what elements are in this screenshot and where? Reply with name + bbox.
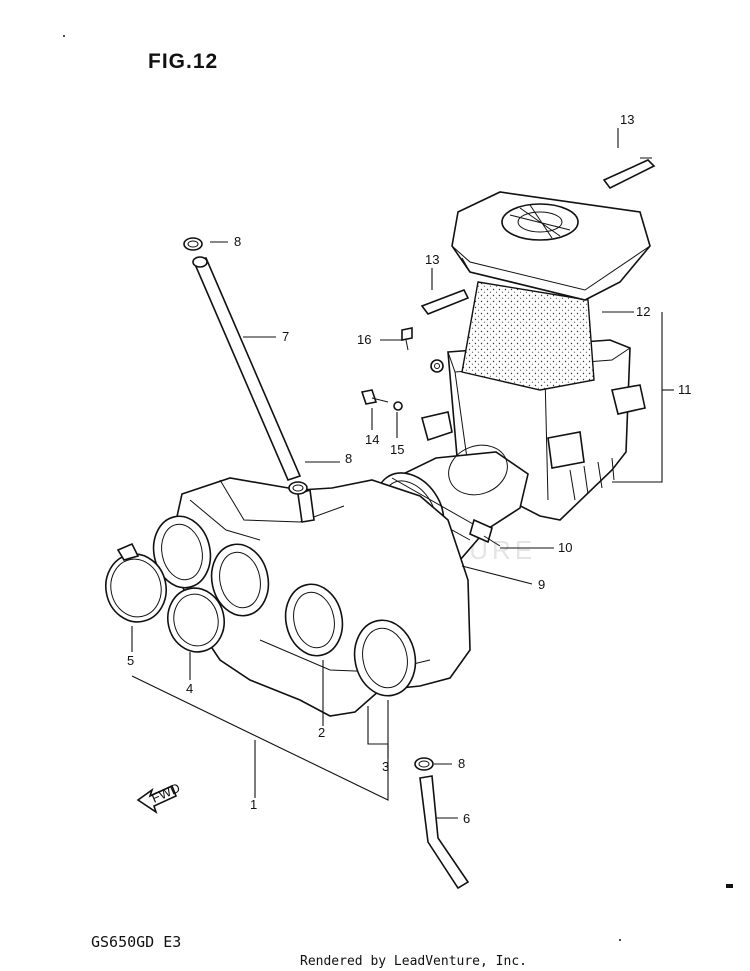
callout-3: 3 [382, 759, 389, 774]
callout-8b: 8 [345, 451, 352, 466]
callout-4: 4 [186, 681, 193, 696]
callout-11: 11 [678, 382, 692, 397]
carburetor-boot-assembly [105, 477, 471, 717]
callout-1: 1 [250, 797, 257, 812]
callout-8a: 8 [234, 234, 241, 249]
small-hardware [360, 157, 656, 411]
callout-6: 6 [463, 811, 470, 826]
callout-10: 10 [558, 540, 572, 555]
callout-5: 5 [127, 653, 134, 668]
callout-13b: 13 [425, 252, 439, 267]
callout-8c: 8 [458, 756, 465, 771]
callout-2: 2 [318, 725, 325, 740]
callout-13a: 13 [620, 112, 634, 127]
callout-15: 15 [390, 442, 404, 457]
fwd-arrow: FWD [136, 780, 182, 814]
callout-9: 9 [538, 577, 545, 592]
leader-lines [131, 128, 674, 819]
model-code: GS650GD E3 [91, 933, 182, 951]
callout-14: 14 [365, 432, 379, 447]
breather-hose [183, 237, 308, 495]
callout-16: 16 [357, 332, 371, 347]
air-cleaner-box [421, 191, 651, 521]
scan-specks [63, 35, 733, 941]
rendered-by-credit: Rendered by LeadVenture, Inc. [300, 954, 527, 969]
callout-labels: 13 13 12 11 16 8 7 8 14 15 10 9 5 4 2 3 … [127, 112, 692, 826]
figure-title: FIG.12 [148, 50, 219, 73]
fwd-label: FWD [149, 780, 182, 806]
callout-7: 7 [282, 329, 289, 344]
drain-hose [414, 757, 470, 890]
callout-12: 12 [636, 304, 650, 319]
